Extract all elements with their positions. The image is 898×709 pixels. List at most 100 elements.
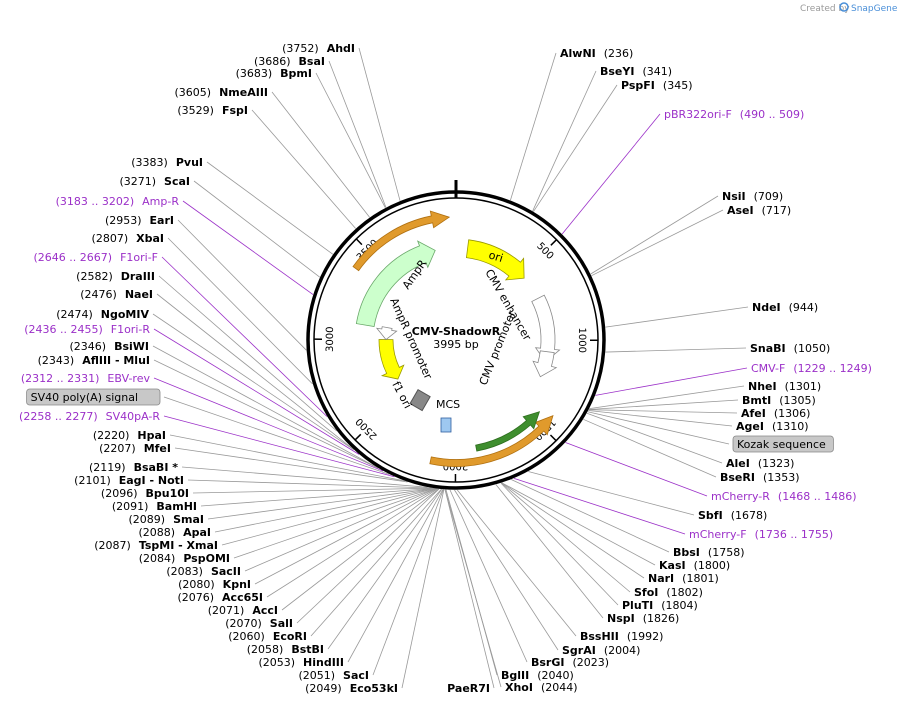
site-label-sbfi[interactable]: SbfI(1678): [698, 509, 767, 522]
site-label-nari[interactable]: NarI(1801): [648, 572, 719, 585]
site-label-ngomiv[interactable]: (2474)NgoMIV: [56, 308, 149, 321]
site-label-bsiwi[interactable]: (2346)BsiWI: [69, 340, 149, 353]
site-label-bsabi[interactable]: (2119)BsaBI *: [89, 461, 178, 474]
arrow-ampr[interactable]: [355, 240, 436, 327]
site-label-fspi[interactable]: (3529)FspI: [177, 104, 248, 117]
leader-line-sv40-poly-a-signal: [163, 396, 390, 475]
site-label-xbai[interactable]: (2807)XbaI: [92, 232, 164, 245]
site-label-sali[interactable]: (2070)SalI: [225, 617, 293, 630]
primer-label-amp-r[interactable]: (3183 .. 3202)Amp-R: [56, 195, 180, 208]
feature-label-mcs[interactable]: MCS: [436, 398, 460, 411]
site-label-nmeaiii[interactable]: (3605)NmeAIII: [175, 86, 269, 99]
site-label-nsii[interactable]: NsiI(709): [722, 190, 783, 203]
primer-label-ebv-rev[interactable]: (2312 .. 2331)EBV-rev: [21, 372, 151, 385]
leader-line-nspi: [495, 484, 604, 619]
feature-badge-sv40-poly-a-signal[interactable]: [26, 388, 161, 406]
scale-tick-500: [550, 239, 558, 246]
site-label-nhei[interactable]: NheI(1301): [748, 380, 821, 393]
arrow-cmv-promoter[interactable]: [532, 350, 558, 378]
site-label-pluti[interactable]: PluTI(1804): [622, 599, 698, 612]
arrow-mcherry-green[interactable]: [475, 411, 541, 452]
site-label-bsai[interactable]: (3686)BsaI: [254, 55, 325, 68]
site-label-acci[interactable]: (2071)AccI: [208, 604, 278, 617]
site-label-hindiii[interactable]: (2053)HindIII: [258, 656, 344, 669]
site-label-ecori[interactable]: (2060)EcoRI: [228, 630, 307, 643]
site-label-bsshii[interactable]: BssHII(1992): [580, 630, 663, 643]
site-label-tspmi-xmai[interactable]: (2087)TspMI - XmaI: [94, 539, 218, 552]
primer-label-mcherry-f[interactable]: mCherry-F(1736 .. 1755): [689, 528, 833, 541]
leader-line-f1ori-f: [161, 256, 328, 417]
site-label-draiii[interactable]: (2582)DraIII: [76, 270, 155, 283]
feature-label-ori[interactable]: ori: [487, 248, 504, 265]
site-label-bpu10i[interactable]: (2096)Bpu10I: [101, 487, 189, 500]
primer-label-f1ori-f[interactable]: (2646 .. 2667)F1ori-F: [34, 251, 159, 264]
site-label-bbsi[interactable]: BbsI(1758): [673, 546, 744, 559]
site-label-pspfi[interactable]: PspFI(345): [621, 79, 693, 92]
plasmid-name[interactable]: CMV-ShadowR: [412, 325, 501, 338]
site-label-nspi[interactable]: NspI(1826): [607, 612, 679, 625]
site-label-alei[interactable]: AleI(1323): [726, 457, 794, 470]
site-label-mfei[interactable]: (2207)MfeI: [99, 442, 171, 455]
site-label-bglii[interactable]: BglII(2040): [501, 669, 574, 682]
leader-line-ngomiv: [152, 313, 355, 451]
site-label-hpai[interactable]: (2220)HpaI: [93, 429, 166, 442]
site-label-eco53ki[interactable]: (2049)Eco53kI: [305, 682, 398, 695]
leader-line-kozak-sequence: [587, 411, 730, 445]
site-label-pvui[interactable]: (3383)PvuI: [131, 156, 203, 169]
site-label-snabi[interactable]: SnaBI(1050): [750, 342, 830, 355]
site-label-agei[interactable]: AgeI(1310): [736, 420, 809, 433]
leader-line-xhoi: [444, 489, 502, 688]
site-label-paer7i[interactable]: PaeR7I: [447, 682, 490, 695]
site-label-sacii[interactable]: (2083)SacII: [166, 565, 241, 578]
site-label-apai[interactable]: (2088)ApaI: [139, 526, 211, 539]
site-label-pspomi[interactable]: (2084)PspOMI: [139, 552, 230, 565]
feature-badge-kozak-sequence[interactable]: [732, 435, 834, 453]
site-label-acc65i[interactable]: (2076)Acc65I: [177, 591, 263, 604]
site-label-eari[interactable]: (2953)EarI: [105, 214, 174, 227]
site-label-alwni[interactable]: AlwNI(236): [560, 47, 633, 60]
site-label-ndei[interactable]: NdeI(944): [752, 301, 818, 314]
arrow-orange-lower[interactable]: [429, 414, 554, 467]
site-label-bmti[interactable]: BmtI(1305): [742, 394, 816, 407]
leader-line-nsii: [590, 195, 719, 275]
arrow-ampr-orange-outer[interactable]: [352, 210, 451, 272]
site-label-bseri[interactable]: BseRI(1353): [720, 471, 800, 484]
site-label-bsrgi[interactable]: BsrGI(2023): [531, 656, 609, 669]
leader-line-ecori: [310, 489, 442, 637]
leader-line-alei: [586, 412, 723, 464]
site-labels-right: AlwNI(236) BseYI(341)PspFI(345) pBR322ori-…: [501, 47, 872, 694]
site-label-asei[interactable]: AseI(717): [727, 204, 791, 217]
mcs-box[interactable]: [440, 417, 452, 433]
leader-line-saci: [372, 489, 444, 676]
feature-label-cmv-promoter[interactable]: CMV promoter: [477, 308, 519, 387]
site-label-ahdi[interactable]: (3752)AhdI: [282, 42, 355, 55]
primer-label-sv40pa-r[interactable]: (2258 .. 2277)SV40pA-R: [19, 410, 160, 423]
arrow-ampr-promoter[interactable]: [375, 326, 398, 341]
site-label-naei[interactable]: (2476)NaeI: [80, 288, 153, 301]
site-label-kpni[interactable]: (2080)KpnI: [178, 578, 251, 591]
primer-label-pbr322ori-f[interactable]: pBR322ori-F(490 .. 509): [664, 108, 804, 121]
leader-line-bsiwi: [152, 345, 379, 469]
arrow-ori[interactable]: [465, 239, 525, 281]
site-label-afliii-mlui[interactable]: (2343)AflIII - MluI: [38, 354, 150, 367]
site-label-xhoi[interactable]: XhoI(2044): [505, 681, 578, 694]
site-label-bamhi[interactable]: (2091)BamHI: [112, 500, 197, 513]
arrow-f1-ori[interactable]: [378, 339, 405, 380]
site-label-sfoi[interactable]: SfoI(1802): [634, 586, 703, 599]
feature-label-f1-ori[interactable]: f1 ori: [389, 379, 414, 410]
leader-line-mfei: [174, 447, 408, 483]
site-label-sgrai[interactable]: SgrAI(2004): [562, 644, 640, 657]
site-label-eagi-noti[interactable]: (2101)EagI - NotI: [74, 474, 184, 487]
site-label-bseyi[interactable]: BseYI(341): [600, 65, 672, 78]
site-label-saci[interactable]: (2051)SacI: [298, 669, 369, 682]
site-label-scai[interactable]: (3271)ScaI: [119, 175, 190, 188]
site-label-smai[interactable]: (2089)SmaI: [129, 513, 204, 526]
primer-label-f1ori-r[interactable]: (2436 .. 2455)F1ori-R: [24, 323, 150, 336]
site-label-bpmi[interactable]: (3683)BpmI: [236, 67, 312, 80]
site-label-afei[interactable]: AfeI(1306): [741, 407, 810, 420]
primer-label-mcherry-r[interactable]: mCherry-R(1468 .. 1486): [711, 490, 856, 503]
site-label-bstbi[interactable]: (2058)BstBI: [247, 643, 324, 656]
site-label-kasi[interactable]: KasI(1800): [659, 559, 730, 572]
primer-label-cmv-f[interactable]: CMV-F(1229 .. 1249): [751, 362, 872, 375]
